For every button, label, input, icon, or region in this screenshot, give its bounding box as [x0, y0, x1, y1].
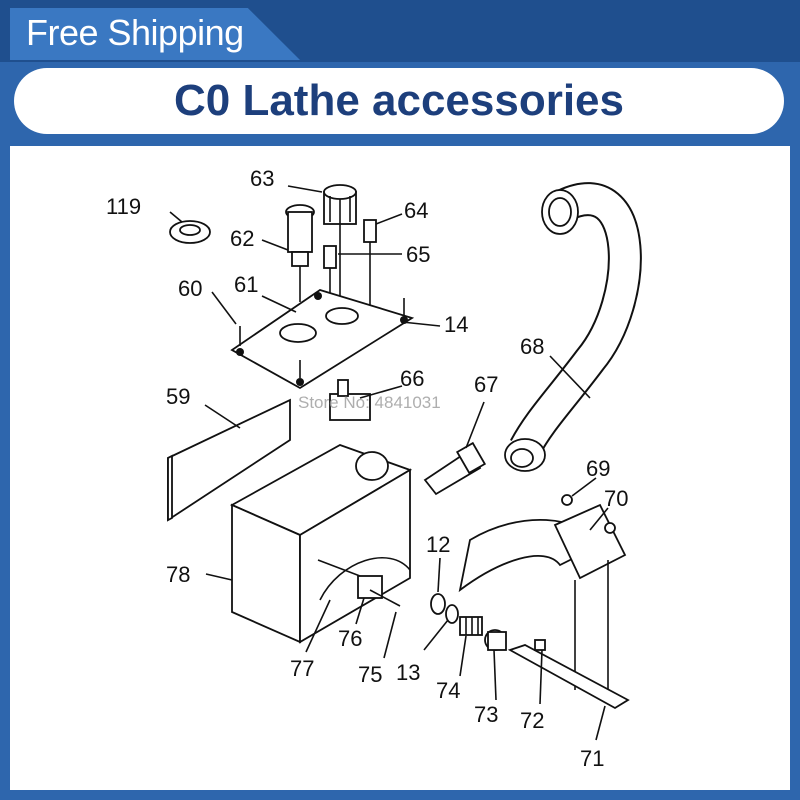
- shipping-label: Free Shipping: [26, 12, 244, 53]
- label-62: 62: [230, 226, 254, 251]
- label-66: 66: [400, 366, 424, 391]
- part-69-screws: [561, 494, 616, 534]
- part-71-shaft: [507, 644, 630, 710]
- label-75: 75: [358, 662, 382, 687]
- part-labels: 119 63 64 62 65 60 61 14 66 67 68 59 69 …: [106, 166, 628, 771]
- part-75-screw: [369, 589, 401, 607]
- label-69: 69: [586, 456, 610, 481]
- watermark: Store No: 4841031: [298, 393, 441, 412]
- label-70: 70: [604, 486, 628, 511]
- part-77-screw: [317, 559, 361, 577]
- part-63-knob: [323, 184, 357, 305]
- label-73: 73: [474, 702, 498, 727]
- part-66-potentiometer: [329, 379, 371, 421]
- label-76: 76: [338, 626, 362, 651]
- label-12: 12: [426, 532, 450, 557]
- part-119-ring: [169, 220, 211, 244]
- label-67: 67: [474, 372, 498, 397]
- part-12-washer: [430, 593, 446, 615]
- label-60: 60: [178, 276, 202, 301]
- page-title: C0 Lathe accessories: [173, 76, 625, 125]
- label-64: 64: [404, 198, 428, 223]
- part-73-bushing: [484, 629, 507, 651]
- label-68: 68: [520, 334, 544, 359]
- label-77: 77: [290, 656, 314, 681]
- label-72: 72: [520, 708, 544, 733]
- part-72-pin: [534, 639, 546, 651]
- shipping-tab: [10, 8, 300, 60]
- label-13: 13: [396, 660, 420, 685]
- label-59: 59: [166, 384, 190, 409]
- label-61: 61: [234, 272, 258, 297]
- label-63: 63: [250, 166, 274, 191]
- label-74: 74: [436, 678, 460, 703]
- label-14: 14: [444, 312, 468, 337]
- part-68-conduit: [504, 182, 642, 472]
- label-119: 119: [106, 194, 141, 219]
- part-62-lamp: [285, 204, 315, 302]
- part-59-panel: [167, 398, 291, 522]
- part-78-box: [229, 444, 413, 644]
- part-13-washer: [445, 604, 459, 624]
- label-65: 65: [406, 242, 430, 267]
- title-pill: [14, 68, 784, 134]
- part-74-spring: [459, 616, 483, 636]
- label-78: 78: [166, 562, 190, 587]
- part-61-plate: [230, 289, 415, 390]
- part-67-connector: [423, 441, 487, 496]
- part-70-guard: [458, 503, 627, 700]
- label-71: 71: [580, 746, 604, 771]
- leader-lines: [169, 185, 609, 741]
